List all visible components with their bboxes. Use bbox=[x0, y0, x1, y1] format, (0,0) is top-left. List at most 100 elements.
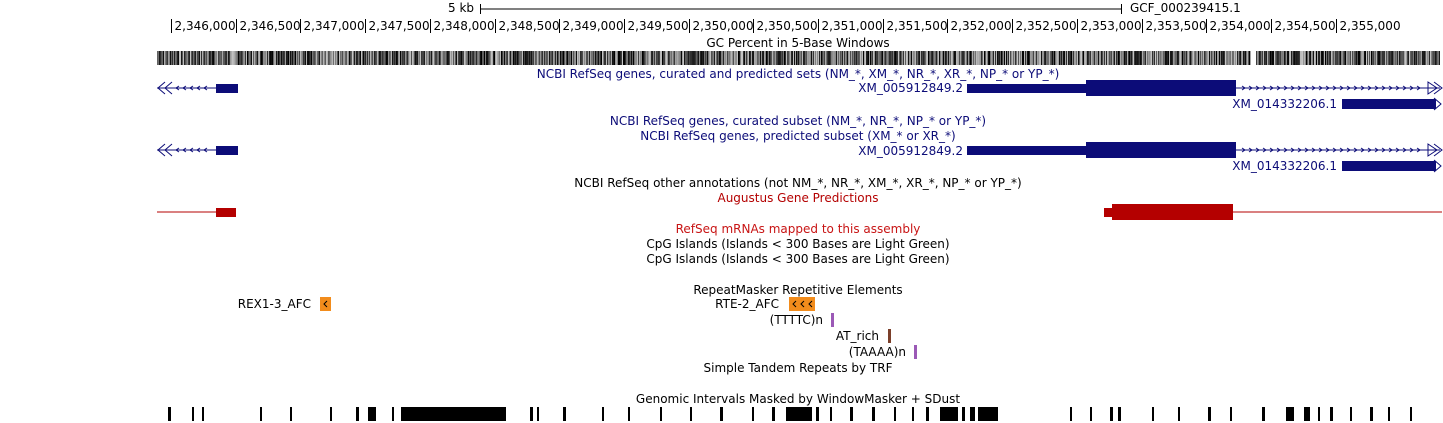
gc-bar bbox=[977, 51, 978, 65]
gc-bar bbox=[1379, 51, 1380, 65]
track-title-cpg-islands-1[interactable]: CpG Islands (Islands < 300 Bases are Lig… bbox=[646, 237, 950, 251]
repeat-label-rte-2[interactable]: RTE-2_AFC bbox=[715, 297, 779, 311]
gc-bar bbox=[1369, 51, 1370, 65]
windowmasker-interval bbox=[1230, 407, 1232, 421]
gc-bar bbox=[784, 51, 785, 65]
gc-bar bbox=[900, 51, 901, 65]
gc-bar bbox=[204, 51, 205, 65]
gc-bar bbox=[967, 51, 968, 65]
gc-bar bbox=[478, 51, 479, 65]
gc-bar bbox=[951, 51, 952, 65]
augustus-gene-right[interactable] bbox=[1104, 204, 1442, 220]
trf-ttttc[interactable] bbox=[831, 313, 834, 327]
gc-bar bbox=[286, 51, 287, 65]
gc-bar bbox=[789, 51, 790, 65]
gc-bar bbox=[775, 51, 776, 65]
track-title-refseq-predicted[interactable]: NCBI RefSeq genes, predicted subset (XM_… bbox=[640, 129, 956, 143]
gc-bar bbox=[341, 51, 342, 65]
gc-bar bbox=[841, 51, 842, 65]
track-title-cpg-islands-2[interactable]: CpG Islands (Islands < 300 Bases are Lig… bbox=[646, 252, 950, 266]
refseq-gene-xm-014332206[interactable] bbox=[1342, 97, 1442, 111]
gc-bar bbox=[1015, 51, 1016, 65]
gc-bar bbox=[1215, 51, 1216, 65]
gc-bar bbox=[1039, 51, 1040, 65]
gc-bar bbox=[1315, 51, 1316, 65]
augustus-gene-left[interactable] bbox=[157, 208, 236, 217]
refseq-gene-xm-005912849[interactable] bbox=[967, 80, 1443, 96]
gc-bar bbox=[1416, 51, 1417, 65]
gc-bar bbox=[290, 51, 291, 65]
gc-bar bbox=[1167, 51, 1168, 65]
gc-bar bbox=[448, 51, 449, 65]
trf-taaaa[interactable] bbox=[914, 345, 917, 359]
repeat-rte-2-afc[interactable] bbox=[789, 297, 815, 311]
gc-bar bbox=[203, 51, 204, 65]
gc-bar bbox=[921, 51, 922, 65]
gene-label-xm-014332206-predicted[interactable]: XM_014332206.1 bbox=[1232, 159, 1337, 173]
gene-label-xm-014332206[interactable]: XM_014332206.1 bbox=[1232, 97, 1337, 111]
gc-bar bbox=[859, 51, 860, 65]
repeat-label-rex1-3[interactable]: REX1-3_AFC bbox=[237, 297, 311, 311]
gc-bar bbox=[629, 51, 630, 65]
track-title-refseq-curated[interactable]: NCBI RefSeq genes, curated subset (NM_*,… bbox=[609, 114, 987, 128]
gc-bar bbox=[1295, 51, 1296, 65]
gc-percent-track[interactable] bbox=[157, 51, 1440, 65]
gc-bar bbox=[351, 51, 352, 65]
windowmasker-track[interactable] bbox=[168, 407, 1412, 421]
gc-bar bbox=[227, 51, 228, 65]
trf-label-at-rich[interactable]: AT_rich bbox=[835, 329, 879, 343]
track-title-refseq-mrna[interactable]: RefSeq mRNAs mapped to this assembly bbox=[675, 222, 921, 236]
gc-bar bbox=[1358, 51, 1359, 65]
gc-bar bbox=[1244, 51, 1245, 65]
gc-bar bbox=[299, 51, 300, 65]
gc-bar bbox=[270, 51, 271, 65]
trf-label-taaaa[interactable]: (TAAAA)n bbox=[848, 345, 906, 359]
trf-at-rich[interactable] bbox=[888, 329, 891, 343]
trf-label-ttttc[interactable]: (TTTTC)n bbox=[769, 313, 823, 327]
gc-bar bbox=[1048, 51, 1049, 65]
gc-bar bbox=[1277, 51, 1278, 65]
windowmasker-interval bbox=[260, 407, 262, 421]
gc-bar bbox=[562, 51, 563, 65]
gc-bar bbox=[174, 51, 175, 65]
gc-bar bbox=[1058, 51, 1059, 65]
refseq-predicted-gene-xm-014332206[interactable] bbox=[1342, 159, 1442, 173]
gc-bar bbox=[1050, 51, 1051, 65]
ruler-tick-label: 2,353,500 bbox=[1145, 19, 1207, 33]
gene-label-xm-005912849[interactable]: XM_005912849.2 bbox=[858, 81, 963, 95]
refseq-predicted-gene-xm-005912849[interactable] bbox=[967, 142, 1443, 158]
gc-bar bbox=[1257, 51, 1258, 65]
gc-bar bbox=[1207, 51, 1208, 65]
track-title-refseq-other[interactable]: NCBI RefSeq other annotations (not NM_*,… bbox=[574, 176, 1022, 190]
gc-bar bbox=[968, 51, 969, 65]
track-title-augustus[interactable]: Augustus Gene Predictions bbox=[717, 191, 879, 205]
refseq-predicted-gene-left[interactable] bbox=[157, 143, 238, 157]
gc-bar bbox=[438, 51, 439, 65]
gc-bar bbox=[820, 51, 821, 65]
windowmasker-interval bbox=[1070, 407, 1072, 421]
gc-bar bbox=[1218, 51, 1219, 65]
track-title-trf[interactable]: Simple Tandem Repeats by TRF bbox=[703, 361, 893, 375]
gc-bar bbox=[334, 51, 335, 65]
gc-bar bbox=[1418, 51, 1419, 65]
gc-bar bbox=[1340, 51, 1341, 65]
track-title-windowmasker[interactable]: Genomic Intervals Masked by WindowMasker… bbox=[635, 392, 961, 406]
gc-bar bbox=[745, 51, 746, 65]
gc-bar bbox=[719, 51, 720, 65]
gc-bar bbox=[481, 51, 482, 65]
gc-bar bbox=[1096, 51, 1097, 65]
intron-arrow bbox=[1339, 147, 1344, 153]
gc-bar bbox=[189, 51, 190, 65]
track-title-refseq-all[interactable]: NCBI RefSeq genes, curated and predicted… bbox=[536, 67, 1060, 81]
gene-label-xm-005912849-predicted[interactable]: XM_005912849.2 bbox=[858, 144, 963, 158]
track-title-repeatmasker[interactable]: RepeatMasker Repetitive Elements bbox=[693, 283, 903, 297]
refseq-gene-left[interactable] bbox=[157, 81, 238, 95]
windowmasker-interval bbox=[816, 407, 819, 421]
track-title-gc-percent[interactable]: GC Percent in 5-Base Windows bbox=[706, 36, 890, 50]
repeat-rex1-3-afc[interactable] bbox=[320, 297, 331, 311]
gc-bar bbox=[1189, 51, 1190, 65]
gc-bar bbox=[323, 51, 324, 65]
gc-bar bbox=[221, 51, 222, 65]
gc-bar bbox=[443, 51, 444, 65]
